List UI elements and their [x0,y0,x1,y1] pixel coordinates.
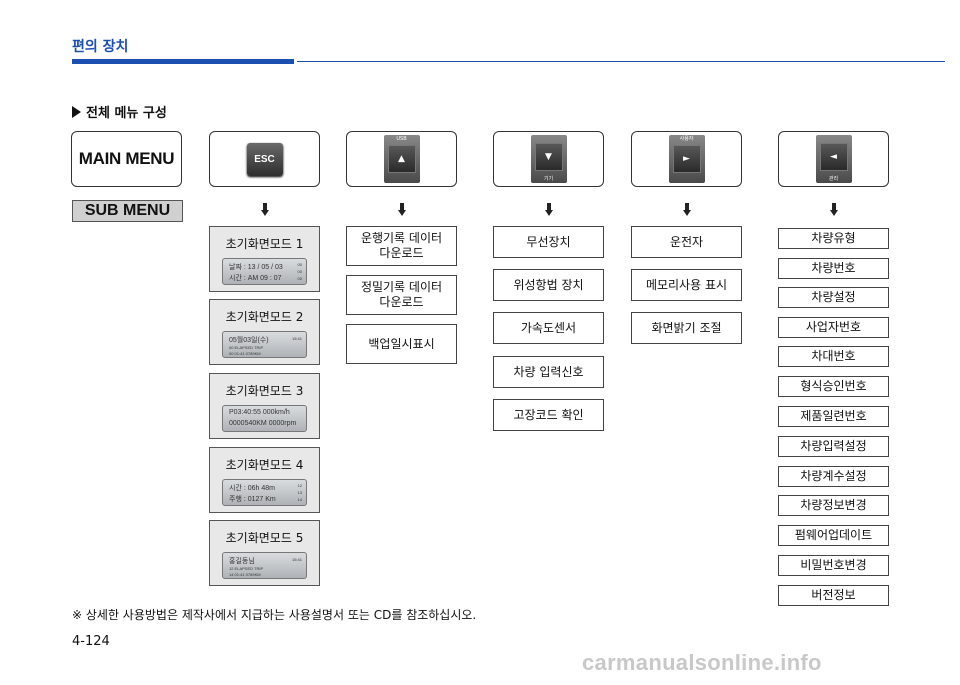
lcd-line: 05월03일(수) [229,337,269,344]
lcd-side-value: 12 [297,483,302,488]
admin-menu-item: 차량유형 [778,228,889,249]
admin-menu-item: 버전정보 [778,585,889,606]
lcd-line: 14 01:41 0789KM [229,572,261,577]
watermark: carmanualsonline.info [582,650,822,675]
usb-menu-item: 정밀기록 데이터 다운로드 [346,275,457,315]
device-key-cap: 기기 [543,176,554,182]
lcd-side-value: 00 [297,269,302,274]
screen-mode-label: 초기화면모드 5 [225,531,304,545]
lcd-line: 시간 : AM 09 : 07 [229,275,282,282]
lcd-preview: 홍길동님 12 ELAPSED TRIP 14 01:41 0789KM 15:… [222,552,307,579]
footnote: ※ 상세한 사용방법은 제작사에서 지급하는 사용설명서 또는 CD를 참조하십… [72,608,477,622]
header-rule-thin [297,61,945,62]
admin-menu-item: 차량번호 [778,258,889,279]
lcd-side-value: 00 [297,262,302,267]
user-right-key-icon: 사용자 ► [668,135,705,183]
device-menu-item: 차량 입력신호 [493,356,604,388]
screen-mode-label: 초기화면모드 3 [225,384,304,398]
lcd-side-value: 13 [297,490,302,495]
down-arrow-icon [830,203,838,217]
screen-mode-label: 초기화면모드 1 [225,237,304,251]
initial-screen-mode-5: 초기화면모드 5 홍길동님 12 ELAPSED TRIP 14 01:41 0… [209,520,320,586]
lcd-line: 날짜 : 13 / 05 / 03 [229,264,283,271]
user-menu-item: 화면밝기 조절 [631,312,742,344]
screen-mode-label: 초기화면모드 4 [225,458,304,472]
admin-menu-item: 차대번호 [778,346,889,367]
down-arrow-icon [683,203,691,217]
device-key-box: ▼ 기기 [493,131,604,187]
admin-key-box: ◄ 관리 [778,131,889,187]
admin-menu-item: 차량정보변경 [778,495,889,516]
admin-menu-item: 사업자번호 [778,317,889,338]
initial-screen-mode-2: 초기화면모드 2 05월03일(수) 00 ELAPSED TRIP 00 01… [209,299,320,365]
admin-left-key-icon: ◄ 관리 [815,135,852,183]
lcd-side-value: 15:41 [291,557,302,562]
section-title: 편의 장치 [72,39,129,55]
admin-menu-item: 차량설정 [778,287,889,308]
lcd-preview: 시간 : 06h 48m 주행 : 0127 Km 12 13 14 [222,479,307,506]
admin-key-cap: 관리 [828,176,839,182]
admin-menu-item: 비밀번호변경 [778,555,889,576]
screen-mode-label: 초기화면모드 2 [225,310,304,324]
admin-menu-item: 차량입력설정 [778,436,889,457]
device-menu-item: 위성항법 장치 [493,269,604,301]
initial-screen-mode-1: 초기화면모드 1 날짜 : 13 / 05 / 03 시간 : AM 09 : … [209,226,320,292]
lcd-line: P03:40:55 000km/h [229,409,290,416]
sub-menu-label: SUB MENU [72,200,183,222]
usb-menu-item: 운행기록 데이터 다운로드 [346,226,457,266]
down-arrow-icon [545,203,553,217]
lcd-preview: 05월03일(수) 00 ELAPSED TRIP 00 01:41 0789K… [222,331,307,358]
lcd-line: 주행 : 0127 Km [229,496,276,503]
lcd-line: 00 01:41 0789KM [229,351,261,356]
lcd-line: 홍길동님 [229,558,255,565]
usb-key-cap: USB [396,136,407,142]
heading-text: 전체 메뉴 구성 [86,106,167,121]
initial-screen-mode-4: 초기화면모드 4 시간 : 06h 48m 주행 : 0127 Km 12 13… [209,447,320,513]
down-arrow-icon [398,203,406,217]
admin-menu-item: 형식승인번호 [778,376,889,397]
device-menu-item: 고장코드 확인 [493,399,604,431]
device-menu-item: 무선장치 [493,226,604,258]
main-menu-label: MAIN MENU [78,149,175,168]
down-arrow-icon: ▼ [534,143,563,171]
lcd-line: 0000540KM 0000rpm [229,420,297,427]
play-triangle-icon [72,105,81,118]
lcd-line: 00 ELAPSED TRIP [229,345,264,350]
lcd-side-value: 15:41 [291,336,302,341]
lcd-preview: 날짜 : 13 / 05 / 03 시간 : AM 09 : 07 00 00 … [222,258,307,285]
lcd-side-value: 14 [297,497,302,502]
right-arrow-icon: ► [672,145,701,173]
user-key-cap: 사용자 [679,136,694,142]
up-arrow-icon: ▲ [387,145,416,173]
page-number: 4-124 [72,634,110,649]
main-menu-box: MAIN MENU [71,131,182,187]
device-menu-item: 가속도센서 [493,312,604,344]
down-arrow-icon [261,203,269,217]
admin-menu-item: 차량계수설정 [778,466,889,487]
header-rule-thick [72,59,294,64]
lcd-line: 12 ELAPSED TRIP [229,566,264,571]
esc-key-icon: ESC [246,142,283,176]
admin-menu-item: 펌웨어업데이트 [778,525,889,546]
admin-menu-item: 제품일련번호 [778,406,889,427]
menu-structure-heading: 전체 메뉴 구성 [72,102,167,121]
left-arrow-icon: ◄ [819,143,848,171]
user-key-box: 사용자 ► [631,131,742,187]
initial-screen-mode-3: 초기화면모드 3 P03:40:55 000km/h 0000540KM 000… [209,373,320,439]
esc-key-box: ESC [209,131,320,187]
usb-menu-item: 백업일시표시 [346,324,457,364]
lcd-preview: P03:40:55 000km/h 0000540KM 0000rpm [222,405,307,432]
lcd-line: 시간 : 06h 48m [229,485,275,492]
usb-key-box: USB ▲ [346,131,457,187]
user-menu-item: 운전자 [631,226,742,258]
user-menu-item: 메모리사용 표시 [631,269,742,301]
device-down-key-icon: ▼ 기기 [530,135,567,183]
usb-up-key-icon: USB ▲ [383,135,420,183]
lcd-side-value: 00 [297,276,302,281]
